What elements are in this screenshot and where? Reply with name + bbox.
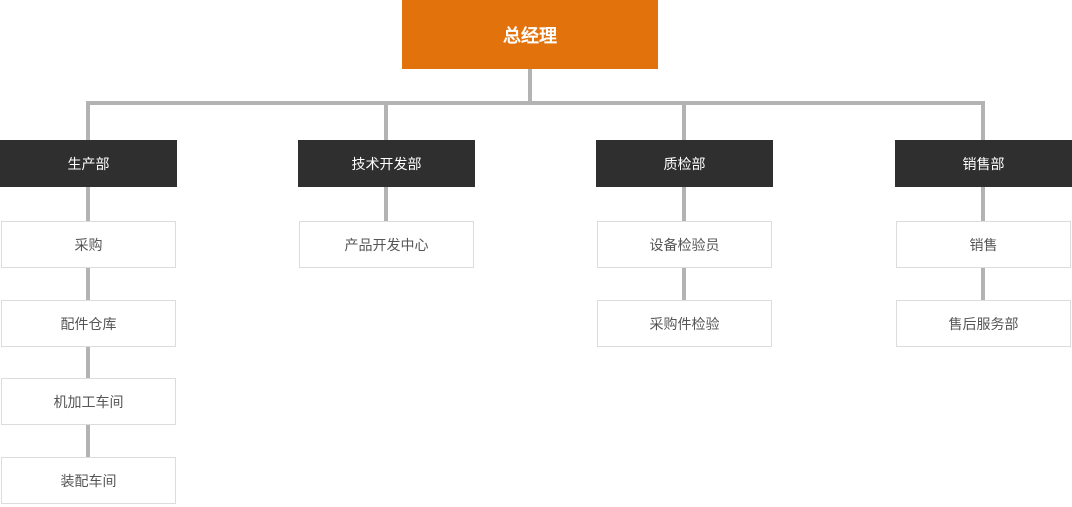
node-sales[interactable]: 销售	[896, 221, 1071, 268]
node-label: 装配车间	[60, 472, 117, 489]
node-production-dept[interactable]: 生产部	[0, 140, 177, 187]
node-parts-warehouse[interactable]: 配件仓库	[1, 300, 176, 347]
connector-root-drop	[528, 69, 532, 103]
node-machining-workshop[interactable]: 机加工车间	[1, 378, 176, 425]
node-label: 产品开发中心	[344, 236, 429, 253]
node-product-dev-center[interactable]: 产品开发中心	[299, 221, 474, 268]
connector-col4-seg2	[981, 268, 985, 300]
node-label: 配件仓库	[60, 315, 117, 332]
node-label: 售后服务部	[948, 315, 1019, 332]
connector-col1-drop	[86, 101, 90, 140]
node-label: 销售	[969, 236, 998, 253]
node-label: 采购件检验	[649, 315, 720, 332]
node-sales-dept[interactable]: 销售部	[895, 140, 1072, 187]
connector-col1-seg2	[86, 268, 90, 300]
node-label: 设备检验员	[649, 236, 720, 253]
node-tech-dev-dept[interactable]: 技术开发部	[298, 140, 475, 187]
node-label: 销售部	[962, 155, 1005, 172]
connector-col2-seg1	[384, 187, 388, 221]
connector-col3-seg1	[682, 187, 686, 221]
connector-col2-drop	[384, 101, 388, 140]
node-equipment-inspector[interactable]: 设备检验员	[597, 221, 772, 268]
node-label: 技术开发部	[351, 155, 422, 172]
connector-col1-seg4	[86, 425, 90, 457]
node-after-sales-service[interactable]: 售后服务部	[896, 300, 1071, 347]
node-qc-dept[interactable]: 质检部	[596, 140, 773, 187]
connector-col4-drop	[981, 101, 985, 140]
node-label: 采购	[74, 236, 103, 253]
connector-col3-drop	[682, 101, 686, 140]
node-label: 质检部	[663, 155, 706, 172]
connector-col1-seg3	[86, 347, 90, 378]
node-purchasing[interactable]: 采购	[1, 221, 176, 268]
node-purchased-parts-inspection[interactable]: 采购件检验	[597, 300, 772, 347]
node-label: 机加工车间	[53, 393, 124, 410]
connector-col4-seg1	[981, 187, 985, 221]
node-label: 生产部	[67, 155, 110, 172]
node-label: 总经理	[503, 25, 557, 46]
connector-col3-seg2	[682, 268, 686, 300]
node-general-manager[interactable]: 总经理	[402, 0, 658, 69]
connector-col1-seg1	[86, 187, 90, 221]
connector-bus	[86, 101, 985, 105]
node-assembly-workshop[interactable]: 装配车间	[1, 457, 176, 504]
